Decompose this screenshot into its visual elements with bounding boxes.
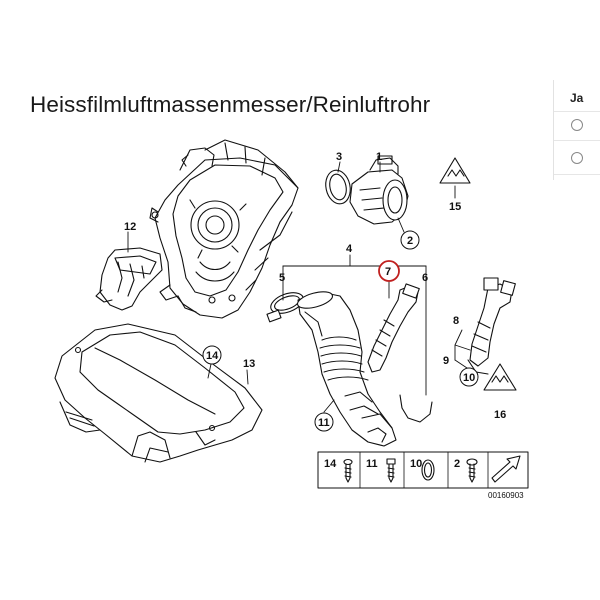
label-16: 16 bbox=[494, 409, 506, 421]
hardware-legend bbox=[317, 451, 529, 489]
label-12: 12 bbox=[124, 221, 136, 233]
label-10-circle bbox=[459, 367, 479, 387]
highlight-ring bbox=[378, 260, 400, 282]
label-10: 10 bbox=[463, 372, 475, 384]
engine-cover bbox=[54, 323, 263, 463]
label-11: 11 bbox=[318, 417, 330, 429]
crankcase-hose bbox=[467, 277, 516, 375]
o-ring-icon bbox=[421, 459, 435, 481]
selection-divider bbox=[554, 140, 600, 141]
label-13: 13 bbox=[243, 358, 255, 370]
air-mass-sensor bbox=[349, 155, 409, 225]
label-5: 5 bbox=[279, 272, 285, 284]
warning-sticker-15 bbox=[439, 157, 471, 184]
radio-option-2[interactable] bbox=[571, 152, 583, 164]
label-2: 2 bbox=[407, 235, 413, 247]
circled-label-text: 14 2 11 10 bbox=[206, 235, 475, 429]
warning-sticker-16 bbox=[483, 363, 517, 391]
arrow-icon bbox=[491, 455, 521, 483]
highlighted-label-7: 7 bbox=[378, 260, 400, 282]
o-ring bbox=[325, 169, 351, 205]
screw-icon bbox=[343, 458, 353, 483]
label-4: 4 bbox=[346, 243, 353, 255]
breather-hose bbox=[367, 283, 420, 373]
label-14: 14 bbox=[206, 350, 219, 362]
label-3: 3 bbox=[336, 151, 342, 163]
label-15: 15 bbox=[449, 201, 461, 213]
clean-air-pipe bbox=[296, 291, 397, 447]
page-title: Heissfilmluftmassenmesser/Reinluftrohr bbox=[30, 92, 431, 117]
part-number: 00160903 bbox=[488, 491, 524, 500]
selection-divider bbox=[554, 111, 600, 112]
label-7: 7 bbox=[385, 266, 391, 278]
screw-icon bbox=[466, 458, 478, 483]
legend-number-11: 11 bbox=[366, 458, 378, 470]
legend-number-10: 10 bbox=[410, 458, 422, 470]
label-14-circle bbox=[202, 345, 222, 365]
label-1: 1 bbox=[376, 151, 382, 163]
air-filter-housing bbox=[149, 139, 299, 319]
part-labels: 12 13 3 1 15 4 5 6 8 9 16 bbox=[124, 151, 506, 421]
selection-divider bbox=[554, 174, 600, 175]
label-6: 6 bbox=[422, 272, 428, 284]
leader-lines bbox=[127, 161, 471, 413]
intake-duct bbox=[95, 247, 163, 311]
circled-labels bbox=[202, 230, 479, 432]
wire-clip bbox=[399, 394, 433, 423]
selection-header: Ja bbox=[570, 91, 584, 105]
label-9: 9 bbox=[443, 355, 449, 367]
label-2-circle bbox=[400, 230, 420, 250]
legend-number-14: 14 bbox=[324, 458, 337, 470]
legend-number-2: 2 bbox=[454, 458, 460, 470]
label-11-circle bbox=[314, 412, 334, 432]
selection-panel: Ja bbox=[553, 80, 600, 180]
bolt-icon bbox=[386, 458, 396, 483]
radio-option-1[interactable] bbox=[571, 119, 583, 131]
label-8: 8 bbox=[453, 315, 459, 327]
hardware-legend-numbers: 14 11 10 2 bbox=[324, 458, 460, 470]
